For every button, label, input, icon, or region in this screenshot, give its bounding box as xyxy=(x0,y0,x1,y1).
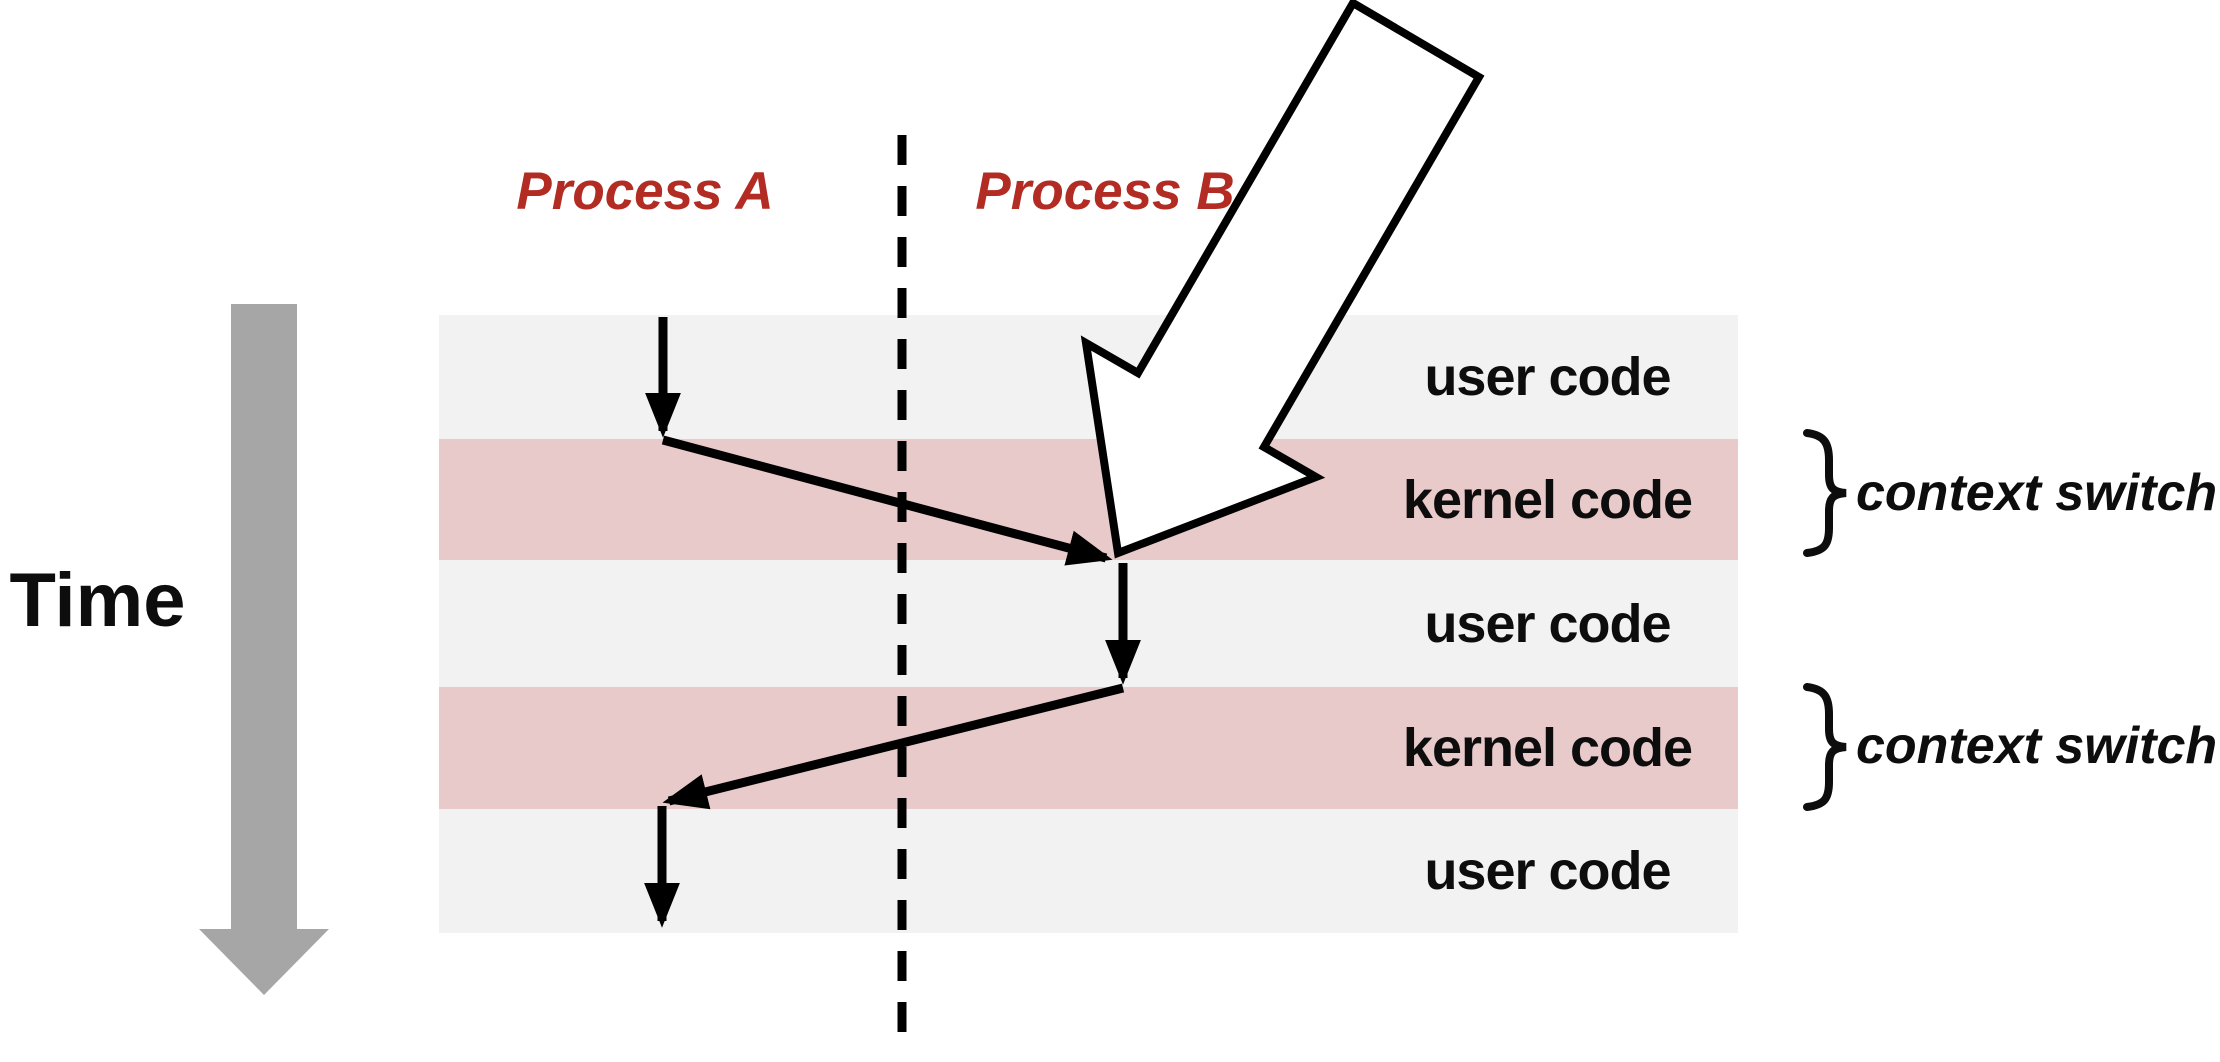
process-b-label: Process B xyxy=(975,161,1235,221)
context-switch-brace-2 xyxy=(1803,683,1847,811)
band-label-user-3: user code xyxy=(1424,841,1671,901)
time-arrow-head-icon xyxy=(199,929,329,995)
context-switch-label-2: context switch xyxy=(1856,717,2218,775)
band-label-user-2: user code xyxy=(1424,593,1671,654)
process-a-label: Process A xyxy=(516,161,774,221)
context-switch-label-1: context switch xyxy=(1856,464,2218,522)
user-code-band-2 xyxy=(439,560,1738,687)
time-arrow-shaft xyxy=(231,304,297,929)
band-label-user-1: user code xyxy=(1424,347,1671,407)
band-label-kernel-2: kernel code xyxy=(1402,718,1693,778)
time-axis-label: Time xyxy=(9,557,186,643)
context-switch-brace-1 xyxy=(1803,429,1847,557)
band-label-kernel-1: kernel code xyxy=(1402,469,1693,530)
